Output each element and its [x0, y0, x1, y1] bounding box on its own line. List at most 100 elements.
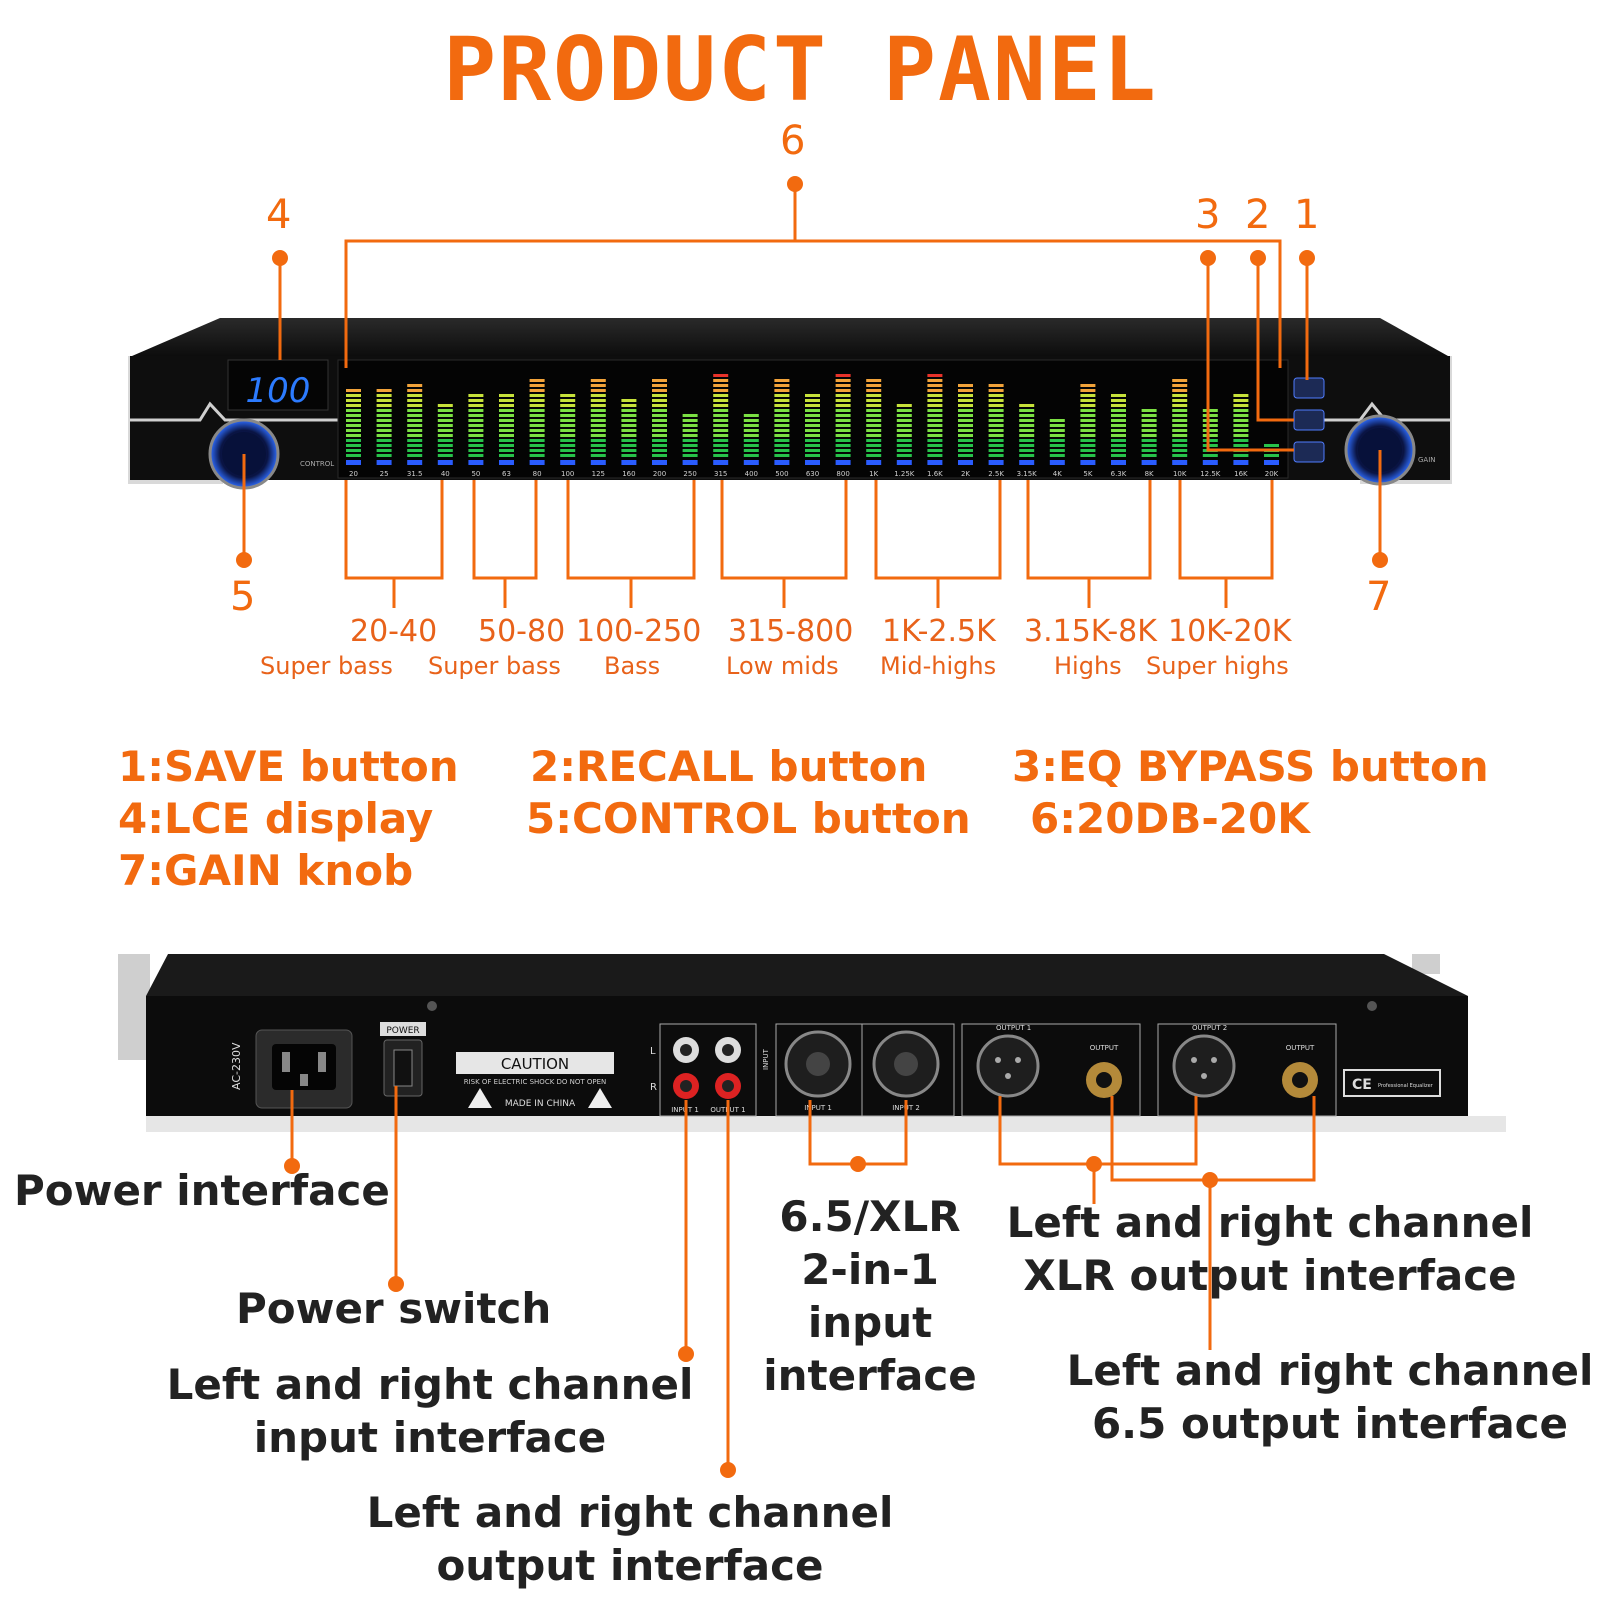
label-power-interface: Power interface	[14, 1166, 390, 1215]
rear-top-face	[146, 954, 1468, 996]
combo-input-1-label: INPUT 1	[804, 1104, 832, 1112]
warning-icon	[588, 1088, 612, 1108]
frequency-label: 5K	[1083, 470, 1092, 478]
band-range: 315-800	[728, 614, 854, 649]
spectrum-bar	[560, 394, 576, 465]
spectrum-bar	[437, 404, 453, 465]
spectrum-bar	[743, 414, 759, 465]
spectrum-bar	[346, 389, 361, 465]
power-switch-label: POWER	[386, 1026, 419, 1036]
spectrum-bar	[376, 389, 392, 465]
spectrum-bar	[896, 404, 912, 465]
spectrum-bar	[1141, 409, 1157, 465]
band-brackets	[344, 480, 1274, 608]
spectrum-bars	[346, 374, 1279, 465]
legend-eq-bypass: 3:EQ BYPASS button	[1012, 742, 1489, 791]
power-switch-label-bg	[380, 1022, 426, 1036]
frequency-label: 200	[653, 470, 666, 478]
spectrum-bar	[407, 384, 423, 465]
legend-save: 1:SAVE button	[118, 742, 459, 791]
spectrum-bar	[805, 394, 820, 465]
legend-control: 5:CONTROL button	[526, 794, 971, 843]
frequency-label: 630	[806, 470, 819, 478]
spectrum-bar	[1019, 404, 1035, 465]
frequency-label: 1.25K	[894, 470, 915, 478]
band-range: 10K-20K	[1168, 614, 1292, 649]
spectrum-bar	[1172, 379, 1188, 465]
rear-callout-dots	[284, 1156, 1218, 1478]
ce-badge	[1343, 1069, 1441, 1097]
frequency-label: 25	[380, 470, 389, 478]
spectrum-bar	[713, 374, 729, 465]
band-range: 50-80	[478, 614, 566, 649]
jack-output-2-label: OUTPUT	[1286, 1044, 1315, 1052]
rear-shadow	[146, 1116, 1506, 1132]
frequency-label: 100	[561, 470, 574, 478]
spectrum-bar	[927, 374, 943, 465]
spectrum-bar	[682, 414, 698, 465]
callout-lines	[242, 184, 1382, 560]
jack-output-1-label: OUTPUT	[1090, 1044, 1119, 1052]
callout-2: 2	[1245, 192, 1271, 238]
legend-recall: 2:RECALL button	[530, 742, 928, 791]
callout-dots	[236, 176, 1388, 568]
voltage-label: AC-230V	[230, 1042, 243, 1090]
band-range: 3.15K-8K	[1024, 614, 1157, 649]
band-name: Mid-highs	[880, 652, 997, 680]
frequency-label: 4K	[1053, 470, 1062, 478]
output-2-section	[1157, 1023, 1337, 1117]
eq-bypass-button[interactable]	[1293, 441, 1325, 463]
frequency-label: 8K	[1145, 470, 1154, 478]
spectrum-bar	[590, 379, 606, 465]
spectrum-bar	[1111, 394, 1126, 465]
frequency-label: 16K	[1234, 470, 1248, 478]
frequency-label: 400	[745, 470, 758, 478]
spectrum-bar	[529, 379, 545, 465]
output-2-label: OUTPUT 2	[1192, 1024, 1227, 1032]
spectrum-bar	[988, 384, 1004, 465]
spectrum-bar	[835, 374, 851, 465]
lce-display-value: 100	[246, 371, 311, 411]
combo-input-section	[775, 1023, 955, 1117]
xlr-output-2[interactable]	[1172, 1034, 1236, 1098]
caution-box	[456, 1052, 614, 1074]
frequency-label: 2.5K	[988, 470, 1004, 478]
control-knob-label: CONTROL	[300, 460, 334, 468]
caution-title: CAUTION	[501, 1055, 569, 1073]
rca-channel-r: R	[650, 1082, 657, 1093]
band-name: Super bass	[428, 652, 561, 680]
spectrum-bar	[866, 379, 882, 465]
badge-text: Professional Equalizer	[1378, 1083, 1434, 1089]
xlr-output-1[interactable]	[976, 1034, 1040, 1098]
save-button[interactable]	[1293, 377, 1325, 399]
frequency-label: 3.15K	[1017, 470, 1038, 478]
spectrum-bar	[1049, 419, 1065, 465]
frequency-label: 20K	[1265, 470, 1279, 478]
band-name: Highs	[1054, 652, 1122, 680]
legend-lce-display: 4:LCE display	[118, 794, 434, 843]
legend-gain: 7:GAIN knob	[118, 846, 414, 895]
warning-icon	[468, 1088, 492, 1108]
frequency-label: 125	[592, 470, 605, 478]
callout-5: 5	[230, 574, 256, 620]
label-power-switch: Power switch	[236, 1284, 552, 1333]
caution-text: RISK OF ELECTRIC SHOCK DO NOT OPEN	[464, 1078, 607, 1086]
band-name: Low mids	[726, 652, 839, 680]
rear-rack-ear-left	[118, 954, 150, 1060]
frequency-label: 315	[714, 470, 727, 478]
band-range: 1K-2.5K	[882, 614, 996, 649]
spectrum-bar	[1080, 384, 1096, 465]
frequency-label: 31.5	[407, 470, 423, 478]
ce-mark: CE	[1352, 1077, 1372, 1093]
frequency-label: 12.5K	[1200, 470, 1221, 478]
frequency-label: 250	[683, 470, 696, 478]
frequency-label: 50	[471, 470, 480, 478]
rca-channel-l: L	[650, 1046, 656, 1057]
spectrum-bar	[499, 394, 514, 465]
